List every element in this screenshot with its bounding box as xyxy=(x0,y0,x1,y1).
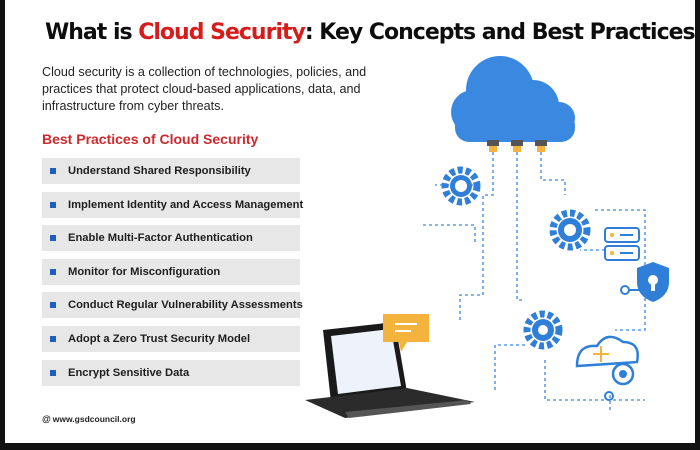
bullet-icon xyxy=(50,302,56,309)
gear-icon xyxy=(523,310,563,350)
page-title: What is Cloud Security: Key Concepts and… xyxy=(45,20,695,45)
intro-paragraph: Cloud security is a collection of techno… xyxy=(42,65,367,113)
list-item: Monitor for Misconfiguration xyxy=(42,258,300,285)
list-item: Understand Shared Responsibility xyxy=(42,158,300,184)
list-item: Adopt a Zero Trust Security Model xyxy=(42,325,300,352)
bullet-icon xyxy=(50,201,56,208)
footer-url: @www.gsdcouncil.org xyxy=(42,414,136,424)
infographic-page: What is Cloud Security: Key Concepts and… xyxy=(5,0,695,443)
list-item-label: Encrypt Sensitive Data xyxy=(68,366,190,379)
chat-bubble-icon xyxy=(383,314,429,352)
cloud-network-icon xyxy=(575,335,639,401)
list-item-label: Adopt a Zero Trust Security Model xyxy=(68,332,251,345)
bullet-icon xyxy=(50,268,56,275)
gear-icon xyxy=(441,166,481,206)
list-item-label: Conduct Regular Vulnerability Assessment… xyxy=(68,299,303,312)
cloud-security-illustration xyxy=(305,56,669,418)
list-item: Conduct Regular Vulnerability Assessment… xyxy=(42,292,303,319)
list-item-label: Implement Identity and Access Management xyxy=(68,198,304,211)
footer-url-text: www.gsdcouncil.org xyxy=(52,414,136,424)
list-item-label: Understand Shared Responsibility xyxy=(68,165,251,177)
bullet-icon xyxy=(50,168,56,174)
at-icon: @ xyxy=(42,414,51,424)
best-practices-list: Understand Shared Responsibility Impleme… xyxy=(42,158,304,393)
list-item: Enable Multi-Factor Authentication xyxy=(42,225,300,252)
title-highlight: Cloud Security xyxy=(138,20,306,45)
title-prefix: What is xyxy=(45,20,139,45)
title-suffix: : Key Concepts and Best Practices xyxy=(304,20,695,45)
list-item: Encrypt Sensitive Data xyxy=(42,359,300,386)
list-item-label: Monitor for Misconfiguration xyxy=(68,265,221,278)
cloud-icon xyxy=(451,56,575,152)
gear-icon xyxy=(549,209,591,251)
shield-lock-icon xyxy=(637,262,669,302)
bullet-icon xyxy=(50,369,56,376)
bullet-icon xyxy=(50,335,56,342)
list-item-label: Enable Multi-Factor Authentication xyxy=(68,232,253,245)
best-practices-heading: Best Practices of Cloud Security xyxy=(42,131,259,147)
list-item: Implement Identity and Access Management xyxy=(42,191,304,218)
server-icon xyxy=(604,227,645,295)
bullet-icon xyxy=(50,235,56,242)
